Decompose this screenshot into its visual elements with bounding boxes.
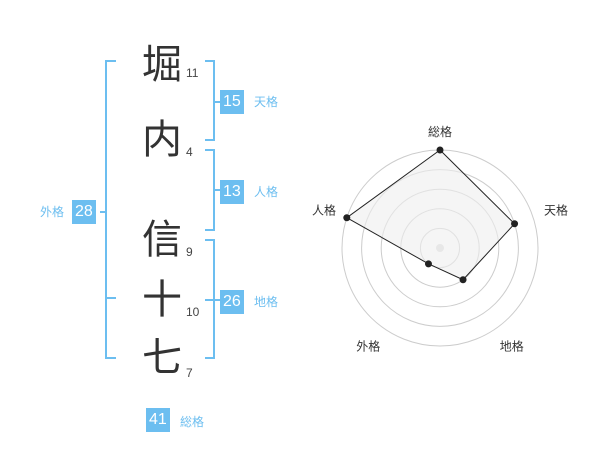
outer-bracket [105, 60, 116, 359]
radar-point-3 [459, 276, 467, 284]
radar-axis-label-5: 人格 [312, 202, 336, 217]
chikaku-label: 地格 [254, 295, 279, 309]
tenkaku-bracket [205, 60, 215, 141]
radar-polygon [345, 149, 516, 281]
tenkaku-label: 天格 [254, 95, 279, 109]
name-char-2: 内 [142, 117, 182, 163]
jinkaku-label: 人格 [254, 185, 279, 199]
radar-point-4 [424, 260, 432, 268]
soukaku-label: 総格 [180, 415, 205, 429]
tenkaku-value: 15 [220, 90, 244, 114]
radar-axis-label-3: 地格 [500, 339, 524, 354]
stroke-count-2: 4 [186, 145, 193, 159]
radar-point-1 [436, 146, 444, 154]
chikaku-value: 26 [220, 290, 244, 314]
soukaku-value: 41 [146, 408, 170, 432]
radar-axis-label-4: 外格 [356, 339, 380, 354]
stroke-count-1: 11 [186, 66, 199, 80]
name-char-4: 十 [142, 277, 182, 323]
stroke-count-5: 7 [186, 366, 193, 380]
radar-point-2 [511, 220, 519, 228]
radar-axis-label-2: 天格 [544, 202, 568, 217]
stroke-count-4: 10 [186, 305, 200, 319]
gaikaku-value: 28 [72, 200, 96, 224]
radar-points [343, 146, 519, 284]
gaikaku-label: 外格 [40, 205, 65, 219]
name-char-3: 信 [142, 217, 182, 263]
stroke-count-3: 9 [186, 245, 193, 259]
radar-axis-label-1: 総格 [428, 124, 452, 139]
jinkaku-value: 13 [220, 180, 244, 204]
name-char-1: 堀 [142, 42, 182, 88]
radar-point-5 [343, 214, 351, 222]
name-char-5: 七 [142, 335, 182, 381]
